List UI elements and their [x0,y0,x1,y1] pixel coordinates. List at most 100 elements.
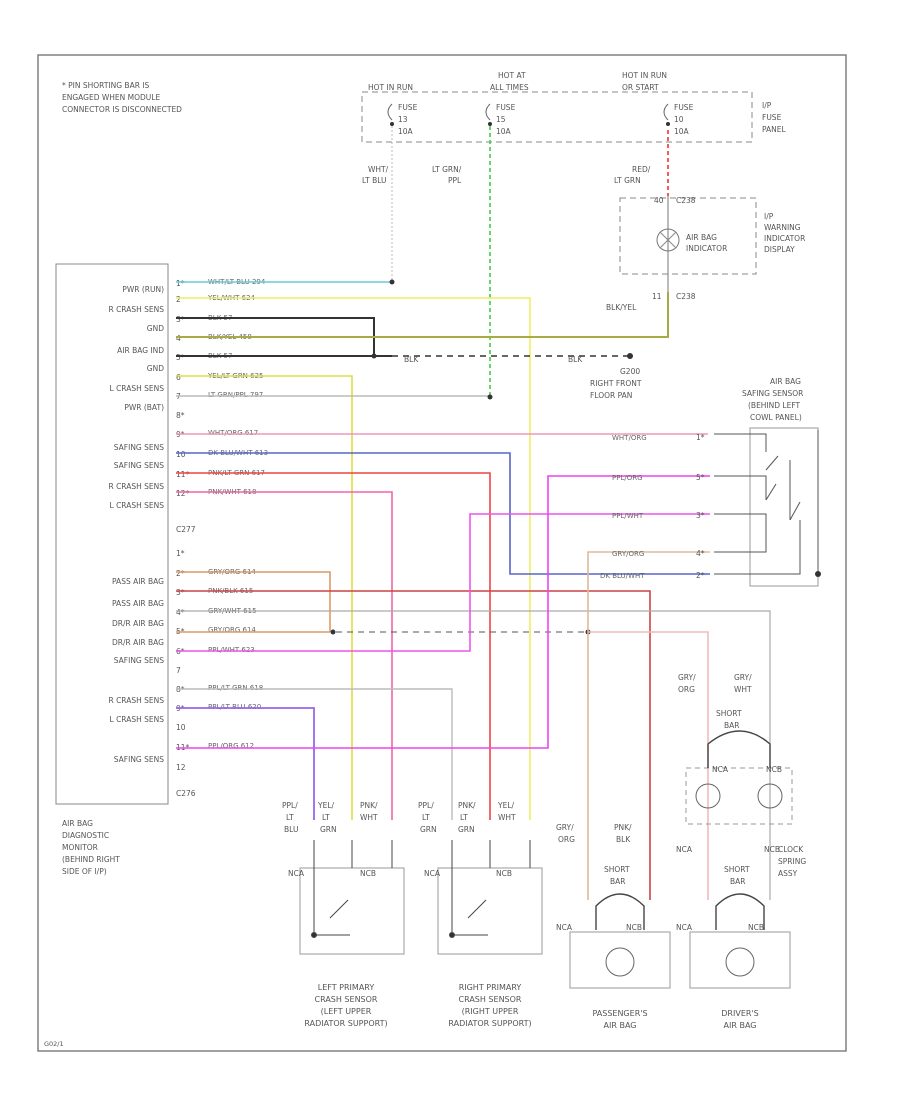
fuse-panel-label-3: PANEL [762,125,787,134]
driver-nca-2: NCA [676,923,693,932]
wire-pin11 [176,472,491,820]
module-pin-num: 2* [176,569,185,578]
diag-caption-4: (BEHIND RIGHT [62,855,120,864]
pass-wire-2b: BLK [616,835,631,844]
module-pin-wire: PPL/LT GRN 618 [208,684,263,692]
wire-label-red-ltgrn-1: RED/ [632,165,651,174]
ground-loc-1: RIGHT FRONT [590,379,642,388]
indicator-label-2: INDICATOR [686,244,727,253]
driver-airbag-box [689,931,791,989]
right-sensor-wire-3a: YEL/ [497,801,514,810]
safing-title-2: SAFING SENSOR [742,389,803,398]
indicator-conn-top: C238 [676,196,696,205]
safing-pin-5: 2* [696,571,705,580]
left-sensor-caption-2: CRASH SENSOR [315,995,378,1004]
safing-pin-1: 1* [696,433,705,442]
ground-point-icon [627,353,633,359]
fuse-2: FUSE 15 10A [485,103,516,136]
right-sensor-wire-1b: LT [422,813,430,822]
fuse1-label: FUSE [398,103,418,112]
wire-label-red-ltgrn-2: LT GRN [614,176,641,185]
safing-title-4: COWL PANEL) [750,413,802,422]
safing-title-3: (BEHIND LEFT [748,401,801,410]
module-pin-name: L CRASH SENS [110,501,165,510]
wire-pin2 [176,297,531,820]
driver-caption-2: AIR BAG [724,1021,757,1030]
wire-pin12 [176,491,393,820]
right-sensor-wire-1a: PPL/ [418,801,434,810]
module-pin-name: GND [147,324,164,333]
clock-spring-left-icon [695,783,721,809]
module-pin-name: PWR (BAT) [124,403,164,412]
safing-pin-2: 5* [696,473,705,482]
left-sensor-wire-1b: LT [286,813,294,822]
driver-top-wire-2a: GRY/ [734,673,752,682]
diag-caption-1: AIR BAG [62,819,93,828]
safing-wire-1: WHT/ORG [612,434,647,442]
module-pin-name: SAFING SENS [114,443,164,452]
fuse1-num: 13 [398,115,408,124]
module-pin-wire: PPL/LT BLU 620 [208,703,261,711]
diag-caption-3: MONITOR [62,843,98,852]
wire-b-pin6 [176,513,710,652]
module-pin-name: SAFING SENS [114,656,164,665]
fuse3-num: 10 [674,115,684,124]
driver-ncb-2: NCB [748,923,764,932]
module-pin-num: 1* [176,549,185,558]
right-sensor-wire-2b: LT [460,813,468,822]
module-pin-name: PASS AIR BAG [112,577,164,586]
right-sensor-wire-2a: PNK/ [458,801,476,810]
clock-label-2: SPRING [778,857,806,866]
ground-name: G200 [620,367,640,376]
safing-switch-icon [714,433,801,575]
air-bag-indicator-lamp-icon [656,228,680,252]
clock-spring-box [685,767,793,825]
fuse-3: FUSE 10 10A [663,103,694,136]
module-pin-name: PWR (RUN) [122,285,164,294]
module-pin-num: 10 [176,450,186,459]
note-line-2: ENGAGED WHEN MODULE [62,93,160,102]
right-sensor-caption-3: (RIGHT UPPER [462,1007,519,1016]
pass-nca: NCA [556,923,573,932]
module-pin-wire: GRY/ORG 614 [208,626,256,634]
wire-b-pin5-drv [588,631,709,900]
right-crash-sensor-box [437,867,543,955]
wire-label-ltgrn-ppl-1: LT GRN/ [432,165,462,174]
indicator-pin-top: 40 [654,196,664,205]
module-pin-num: 4 [176,334,181,343]
fuse3-amp: 10A [674,127,690,136]
module-pin-name: GND [147,364,164,373]
fuse-1: FUSE 13 10A [387,103,418,136]
safing-wire-4: GRY/ORG [612,550,644,558]
wire-label-wht-ltblu-2: LT BLU [362,176,387,185]
module-pin-name: DR/R AIR BAG [112,619,164,628]
safing-wire-5: DK BLU/WHT [600,572,645,580]
indicator-box-label-4: DISPLAY [764,245,795,254]
fuse2-header-2: ALL TIMES [490,83,529,92]
module-pin-wire: LT GRN/PPL 797 [208,391,263,399]
wire-pin6 [176,375,353,820]
diag-caption-5: SIDE OF I/P) [62,867,107,876]
module-pin-name: R CRASH SENS [108,696,164,705]
wire-label-wht-ltblu-1: WHT/ [368,165,389,174]
diagnostic-module-box [55,263,169,805]
left-crash-sensor-box [299,867,405,955]
connector-b-pins: 1* PASS AIR BAG 2* GRY/ORG 614 PASS AIR … [108,549,263,798]
module-pin-name: DR/R AIR BAG [112,638,164,647]
driver-airbag-icon [725,947,755,977]
module-pin-num: 8* [176,411,185,420]
indicator-box-label-2: WARNING [764,223,801,232]
driver-top-wire-1b: ORG [678,685,695,694]
module-pin-num: 7 [176,666,181,675]
module-pin-num: 6 [176,373,181,382]
connector-a-label: C277 [176,525,196,534]
module-pin-num: 1* [176,279,185,288]
indicator-label-1: AIR BAG [686,233,717,242]
passenger-airbag-icon [605,947,635,977]
clock-ncb: NCB [766,765,782,774]
module-pin-name: L CRASH SENS [110,384,165,393]
clock-nca: NCA [712,765,729,774]
indicator-conn-bottom: C238 [676,292,696,301]
module-pin-name: SAFING SENS [114,461,164,470]
wire-b-pin4 [176,610,771,900]
